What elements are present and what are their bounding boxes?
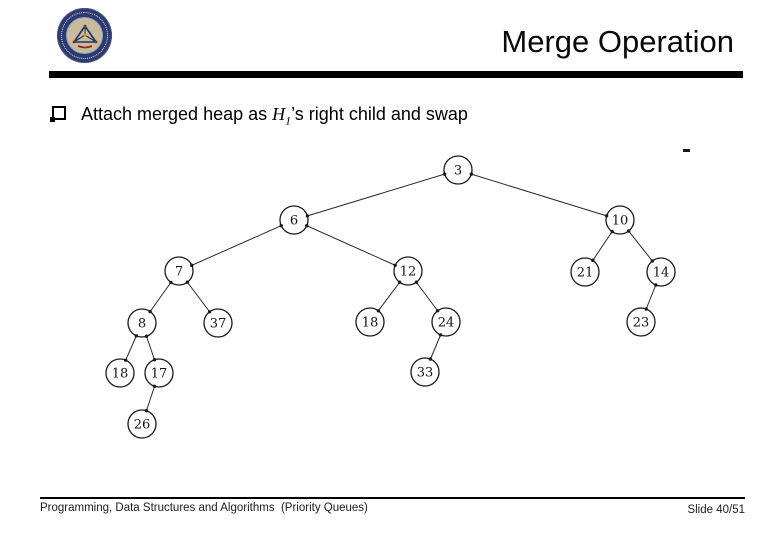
tree-node-label: 37: [210, 317, 227, 332]
tree-node-circle: [127, 308, 157, 338]
footer-slide-number: Slide 40/51: [687, 504, 745, 516]
math-variable-h: H1: [272, 104, 291, 128]
tree-node-circle: [646, 257, 676, 287]
tree-node-label: 10: [612, 214, 629, 229]
edge-joint-dot: [626, 229, 631, 233]
tree-node-label: 23: [633, 316, 650, 331]
edge-joint-dot: [152, 358, 157, 362]
tree-node-label: 8: [138, 317, 146, 332]
seal-microtext-ring: [61, 12, 108, 59]
seal-inner-circle: [66, 17, 103, 54]
tree-node-label: 6: [290, 214, 298, 229]
tree-node-label: 3: [454, 164, 462, 179]
edge-joint-dot: [469, 172, 474, 176]
tree-node-circle: [203, 308, 233, 338]
bullet-row: Attach merged heap as H1’s right child a…: [50, 102, 468, 133]
tree-node-label: 26: [134, 418, 151, 433]
bullet-text-prefix: Attach merged heap as: [81, 104, 273, 124]
tree-edge: [293, 169, 459, 221]
tree-node-circle: [164, 256, 194, 286]
tree-node-label: 18: [362, 316, 379, 331]
tree-node-label: 12: [400, 265, 417, 280]
edge-joint-dot: [428, 357, 433, 361]
tree-node-circle: [431, 307, 461, 337]
tree-node-label: 17: [151, 367, 168, 382]
tree-node-circle: [355, 307, 385, 337]
tree-node-circle: [393, 256, 423, 286]
edge-joint-dot: [185, 280, 190, 284]
tree-edge: [293, 219, 409, 272]
bullet-text-suffix: ’s right child and swap: [291, 104, 468, 124]
edge-joint-dot: [144, 409, 149, 413]
tree-node-label: 21: [577, 266, 594, 281]
math-variable-subscript: 1: [285, 113, 292, 128]
tree-node-circle: [570, 257, 600, 287]
tree-node-circle: [105, 358, 135, 388]
edge-joint-dot: [435, 309, 440, 313]
edge-joint-dot: [152, 384, 157, 388]
edge-joint-dot: [393, 263, 397, 267]
edge-joint-dot: [397, 280, 402, 284]
tree-node-circle: [410, 357, 440, 387]
tree-node-circle: [144, 358, 174, 388]
edge-joint-dot: [610, 229, 614, 234]
math-variable-letter: H: [272, 104, 286, 124]
edge-joint-dot: [144, 334, 149, 338]
footer-course-label: Programming, Data Structures and Algorit…: [40, 502, 368, 514]
footer-rule: [40, 497, 745, 499]
edge-joint-dot: [207, 310, 212, 314]
tree-node-circle: [127, 409, 157, 439]
edge-joint-dot: [442, 172, 447, 176]
tree-node-label: 18: [112, 367, 129, 382]
tree-edge: [178, 219, 295, 272]
edge-joint-dot: [305, 214, 310, 218]
edge-joint-dot: [604, 214, 609, 218]
edge-joint-dot: [123, 358, 128, 362]
tree-node-circle: [605, 205, 635, 235]
edge-joint-dot: [148, 309, 152, 314]
edge-joint-dot: [279, 223, 283, 228]
tree-node-label: 33: [417, 366, 434, 381]
edge-joint-dot: [305, 224, 309, 228]
scan-artifact-mark: [683, 149, 690, 152]
bullet-text: Attach merged heap as H1’s right child a…: [81, 102, 468, 133]
tree-node-label: 14: [653, 266, 670, 281]
edge-joint-dot: [134, 334, 139, 338]
tree-edge: [457, 169, 621, 221]
edge-joint-dot: [650, 259, 655, 263]
edge-joint-dot: [644, 307, 648, 311]
edge-joint-dot: [654, 283, 658, 287]
edge-joint-dot: [169, 280, 173, 285]
edge-joint-dot: [438, 333, 443, 337]
edge-joint-dot: [591, 258, 595, 263]
edge-joint-dot: [376, 309, 381, 313]
edge-joint-dot: [190, 263, 194, 268]
tree-node-circle: [279, 205, 309, 235]
slide-title: Merge Operation: [501, 24, 734, 59]
tree-node-circle: [443, 155, 473, 185]
tree-node-label: 7: [175, 265, 183, 280]
header-rule: [49, 71, 743, 78]
university-logo-seal: [57, 8, 112, 63]
tree-node-label: 24: [438, 316, 455, 331]
tree-node-circle: [626, 307, 656, 337]
tetrahedron-emblem-icon: [71, 24, 98, 48]
square-bullet-icon: [50, 106, 66, 122]
edge-joint-dot: [414, 280, 419, 284]
